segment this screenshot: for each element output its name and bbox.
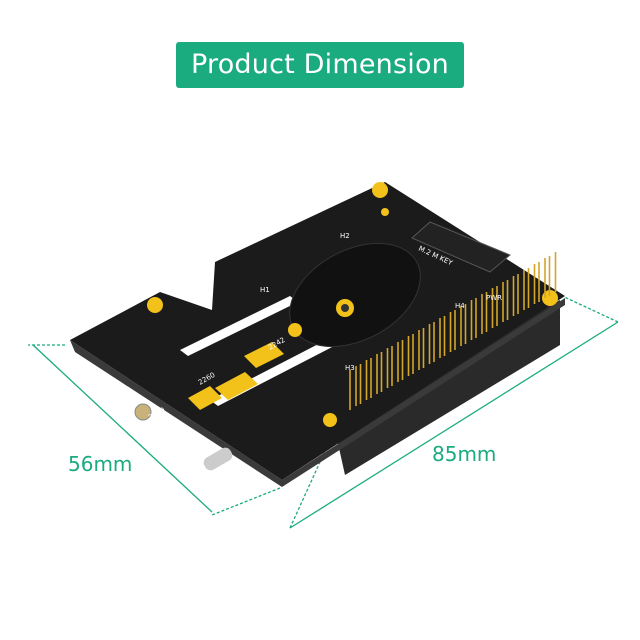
svg-text:H2: H2 <box>340 232 350 240</box>
m2-connector <box>411 221 511 273</box>
gpio-pins <box>349 252 557 410</box>
width-dimension-label: 56mm <box>68 452 133 476</box>
svg-text:H3: H3 <box>345 364 355 372</box>
length-dimension-label: 85mm <box>432 442 497 466</box>
title-banner: Product Dimension <box>176 42 464 88</box>
svg-text:H1: H1 <box>260 286 270 294</box>
svg-text:H4: H4 <box>455 302 465 310</box>
dimension-line-85mm <box>289 321 619 529</box>
usb-c-port <box>203 447 233 471</box>
dimension-line-56mm <box>32 344 213 513</box>
mounting-pads <box>147 182 558 427</box>
svg-text:PWR: PWR <box>486 294 502 302</box>
